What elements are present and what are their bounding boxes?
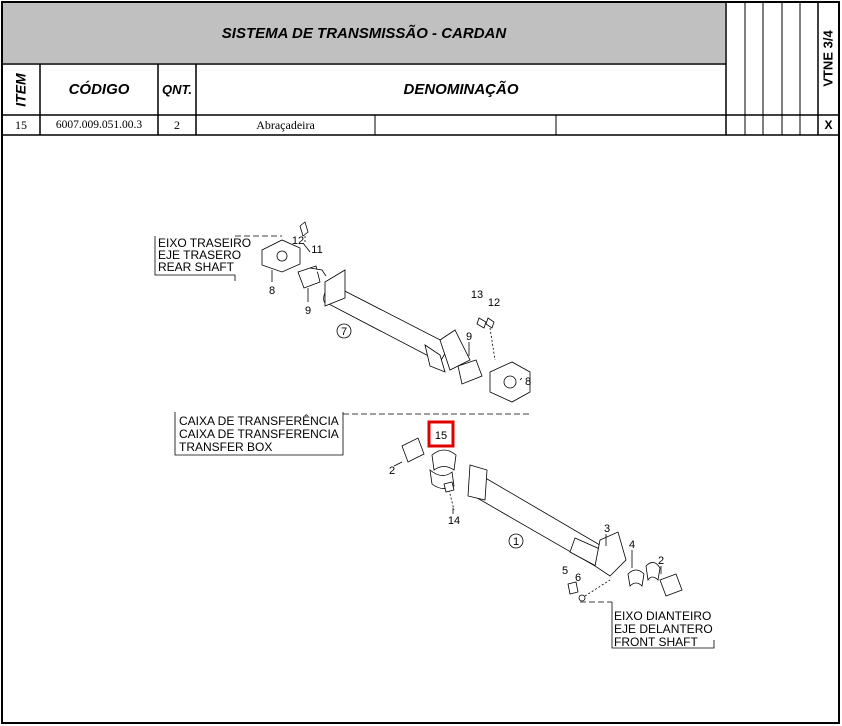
callout-11: 11 bbox=[311, 244, 322, 256]
callout-12-rear: 12 bbox=[292, 235, 304, 247]
callout-4: 4 bbox=[629, 539, 635, 551]
callout-12-mid: 12 bbox=[488, 297, 500, 309]
row-denominacao: Abraçadeira bbox=[256, 117, 315, 132]
callout-2-right: 2 bbox=[658, 555, 664, 567]
row-codigo: 6007.009.051.00.3 bbox=[55, 119, 143, 131]
highlight-box bbox=[427, 420, 455, 448]
callout-14: 14 bbox=[448, 515, 460, 527]
row-item: 15 bbox=[15, 117, 27, 132]
column-header-denominacao: DENOMINAÇÃO bbox=[403, 81, 519, 98]
callout-8-mid: 8 bbox=[525, 376, 531, 388]
box-label-line-2: CAIXA DE TRANSFERENCIA bbox=[179, 427, 339, 441]
row-mark: X bbox=[824, 118, 833, 132]
callout-2-left: 2 bbox=[389, 465, 395, 477]
callout-5: 5 bbox=[562, 565, 568, 577]
column-header-codigo: CÓDIGO bbox=[68, 81, 130, 98]
box-label-line-1: CAIXA DE TRANSFERÊNCIA bbox=[179, 413, 339, 428]
callout-9-rear: 9 bbox=[305, 305, 311, 317]
callout-15: 15 bbox=[435, 430, 447, 442]
callout-9-mid: 9 bbox=[466, 331, 472, 343]
rear-label-line-2: EJE TRASERO bbox=[158, 248, 241, 262]
callout-8-rear: 8 bbox=[269, 285, 275, 297]
callout-6: 6 bbox=[575, 572, 581, 584]
front-label-line-2: EJE DELANTERO bbox=[614, 622, 713, 636]
front-label-line-3: FRONT SHAFT bbox=[614, 635, 698, 649]
callout-3: 3 bbox=[604, 523, 610, 535]
row-qnt: 2 bbox=[174, 117, 180, 132]
rear-label-line-3: REAR SHAFT bbox=[158, 260, 235, 274]
page-title: SISTEMA DE TRANSMISSÃO - CARDAN bbox=[3, 3, 725, 63]
callout-1: 1 bbox=[513, 536, 519, 548]
callout-7: 7 bbox=[341, 326, 347, 338]
rear-label-line-1: EIXO TRASEIRO bbox=[158, 236, 251, 250]
box-label-line-3: TRANSFER BOX bbox=[179, 440, 272, 454]
front-label-line-1: EIXO DIANTEIRO bbox=[614, 609, 711, 623]
callout-13: 13 bbox=[471, 289, 483, 301]
column-header-qnt: QNT. bbox=[161, 82, 193, 97]
